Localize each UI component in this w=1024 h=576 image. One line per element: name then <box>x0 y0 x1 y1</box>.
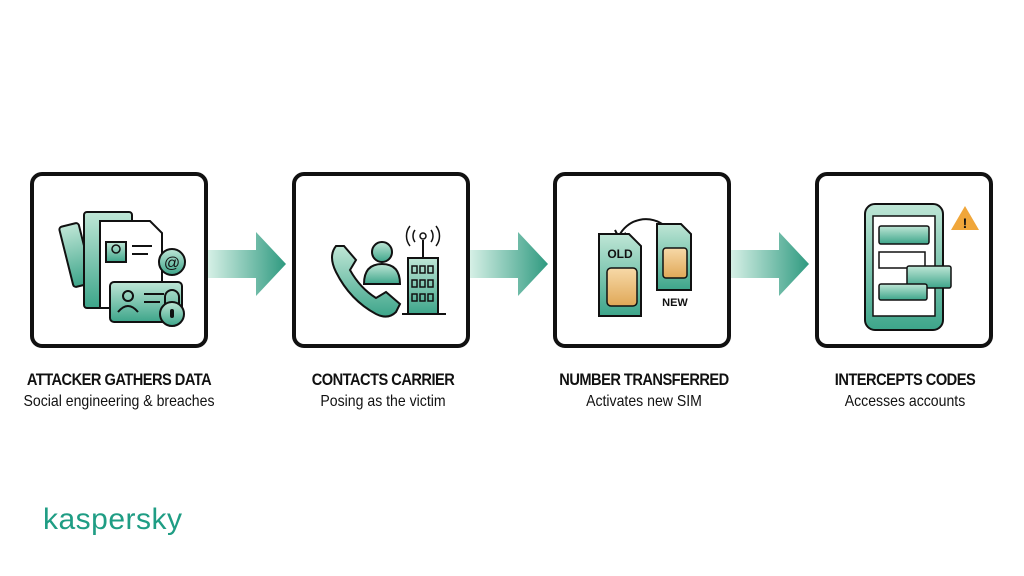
documents-id-lock-icon: @ <box>58 211 186 327</box>
step-title: ATTACKER GATHERS DATA <box>26 370 212 389</box>
step-subtitle: Posing as the victim <box>320 393 446 410</box>
step-3-label: NUMBER TRANSFERRED Activates new SIM <box>514 370 774 411</box>
old-sim-label: OLD <box>607 247 633 261</box>
step-1-label: ATTACKER GATHERS DATA Social engineering… <box>0 370 249 411</box>
step-title: INTERCEPTS CODES <box>834 370 976 389</box>
step-2-label: CONTACTS CARRIER Posing as the victim <box>253 370 513 411</box>
arrow-right-icon <box>470 232 548 296</box>
svg-text:@: @ <box>164 255 180 272</box>
step-2-box <box>292 172 470 348</box>
arrow-right-icon <box>208 232 286 296</box>
step-4-label: INTERCEPTS CODES Accesses accounts <box>775 370 1024 411</box>
sim-swap-icon: OLD NEW <box>598 218 692 317</box>
step-subtitle: Activates new SIM <box>586 393 702 410</box>
new-sim-label: NEW <box>662 297 688 309</box>
step-3-box: OLD NEW <box>553 172 731 348</box>
step-4-box: ! <box>815 172 993 348</box>
arrow-right-icon <box>731 232 809 296</box>
step-subtitle: Social engineering & breaches <box>23 393 215 410</box>
step-title: NUMBER TRANSFERRED <box>559 370 729 389</box>
phone-person-tower-icon <box>331 225 446 318</box>
svg-text:!: ! <box>963 215 968 231</box>
phone-messages-warning-icon: ! <box>864 203 979 331</box>
step-subtitle: Accesses accounts <box>844 393 966 410</box>
kaspersky-logo: kaspersky <box>43 503 183 536</box>
step-title: CONTACTS CARRIER <box>311 370 455 389</box>
step-1-box: @ <box>30 172 208 348</box>
